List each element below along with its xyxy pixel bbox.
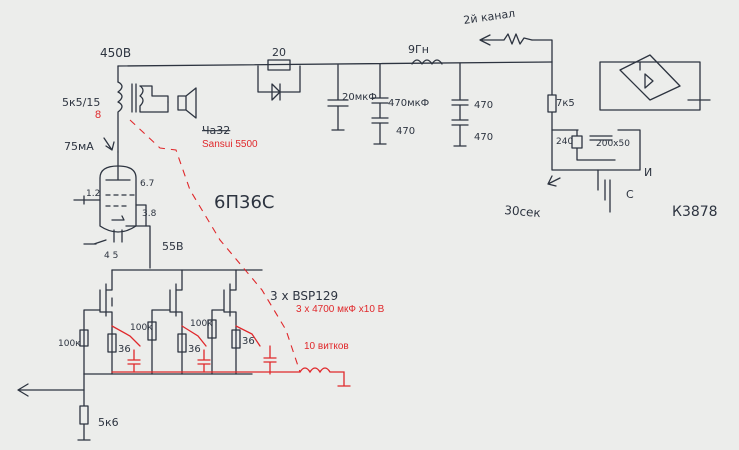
source-resistor-3: 36	[242, 336, 255, 347]
bleeder-and-delay	[547, 61, 641, 213]
pin-cathode-label: 3.8	[142, 209, 157, 219]
time-delay-label: 30сек	[504, 203, 542, 220]
second-channel-link	[479, 33, 533, 46]
mosfets-label: 3 x BSP129	[270, 289, 338, 303]
series-resistor-20	[257, 59, 301, 101]
red-modifications	[111, 119, 351, 387]
output-transformer	[117, 65, 197, 153]
current-label: 75мА	[64, 140, 94, 153]
source-label: С	[626, 188, 634, 201]
cap3-label: 470	[396, 126, 415, 137]
tap-ohms-label: 8	[95, 109, 101, 121]
filter-cap-stack-2	[451, 62, 469, 147]
gate-resistor-1: 100к	[58, 339, 81, 349]
pin-plate-label: 6.7	[140, 179, 154, 189]
pin-heater-label: 4 5	[104, 251, 118, 261]
coil-note: 10 витков	[304, 341, 349, 352]
gate-resistor-2: 100к	[130, 323, 153, 333]
source-resistor-2: 36	[188, 344, 201, 355]
tube-6p36s	[73, 151, 151, 269]
filter-cap-stack-1	[371, 63, 389, 145]
series-resistor-label: 20	[272, 46, 286, 59]
bridge-rectifier	[599, 54, 711, 111]
cap4-label: 470	[474, 100, 493, 111]
input-resistor-label: 5к6	[98, 416, 119, 429]
drain-label: И	[644, 166, 652, 179]
current-arrow	[103, 137, 115, 151]
cap5-label: 470	[474, 132, 493, 143]
cap2-label: 470мкФ	[388, 98, 430, 109]
supply-voltage-label: 450В	[100, 46, 131, 60]
output-transformer-note: Sansui 5500	[202, 139, 258, 150]
caps-note: 3 х 4700 мкФ х10 В	[296, 304, 385, 315]
tube-label: 6П36С	[214, 192, 274, 213]
cathode-voltage-label: 55В	[162, 240, 184, 253]
bleeder-label: 7к5	[556, 98, 575, 109]
cap1-label: 20мкФ	[342, 92, 377, 103]
second-channel-label: 2й канал	[463, 7, 516, 27]
filter-cap-20uf	[327, 64, 349, 131]
gate-resistor-3: 100к	[190, 319, 213, 329]
output-transformer-label: Ча32	[202, 124, 230, 137]
transformer-spec-label: 5к5/15	[62, 96, 100, 109]
b-plus-rail	[117, 39, 553, 67]
choke-label: 9Гн	[408, 43, 429, 56]
pin-g1-label: 1.2	[86, 189, 100, 199]
choke-9h	[411, 59, 443, 65]
mosfet-bank	[17, 269, 263, 441]
delay-cap-label: 200х50	[596, 139, 630, 149]
delay-resistor-label: 240	[556, 137, 573, 147]
rectifier-label: К3878	[672, 204, 718, 220]
source-resistor-1: 36	[118, 344, 131, 355]
